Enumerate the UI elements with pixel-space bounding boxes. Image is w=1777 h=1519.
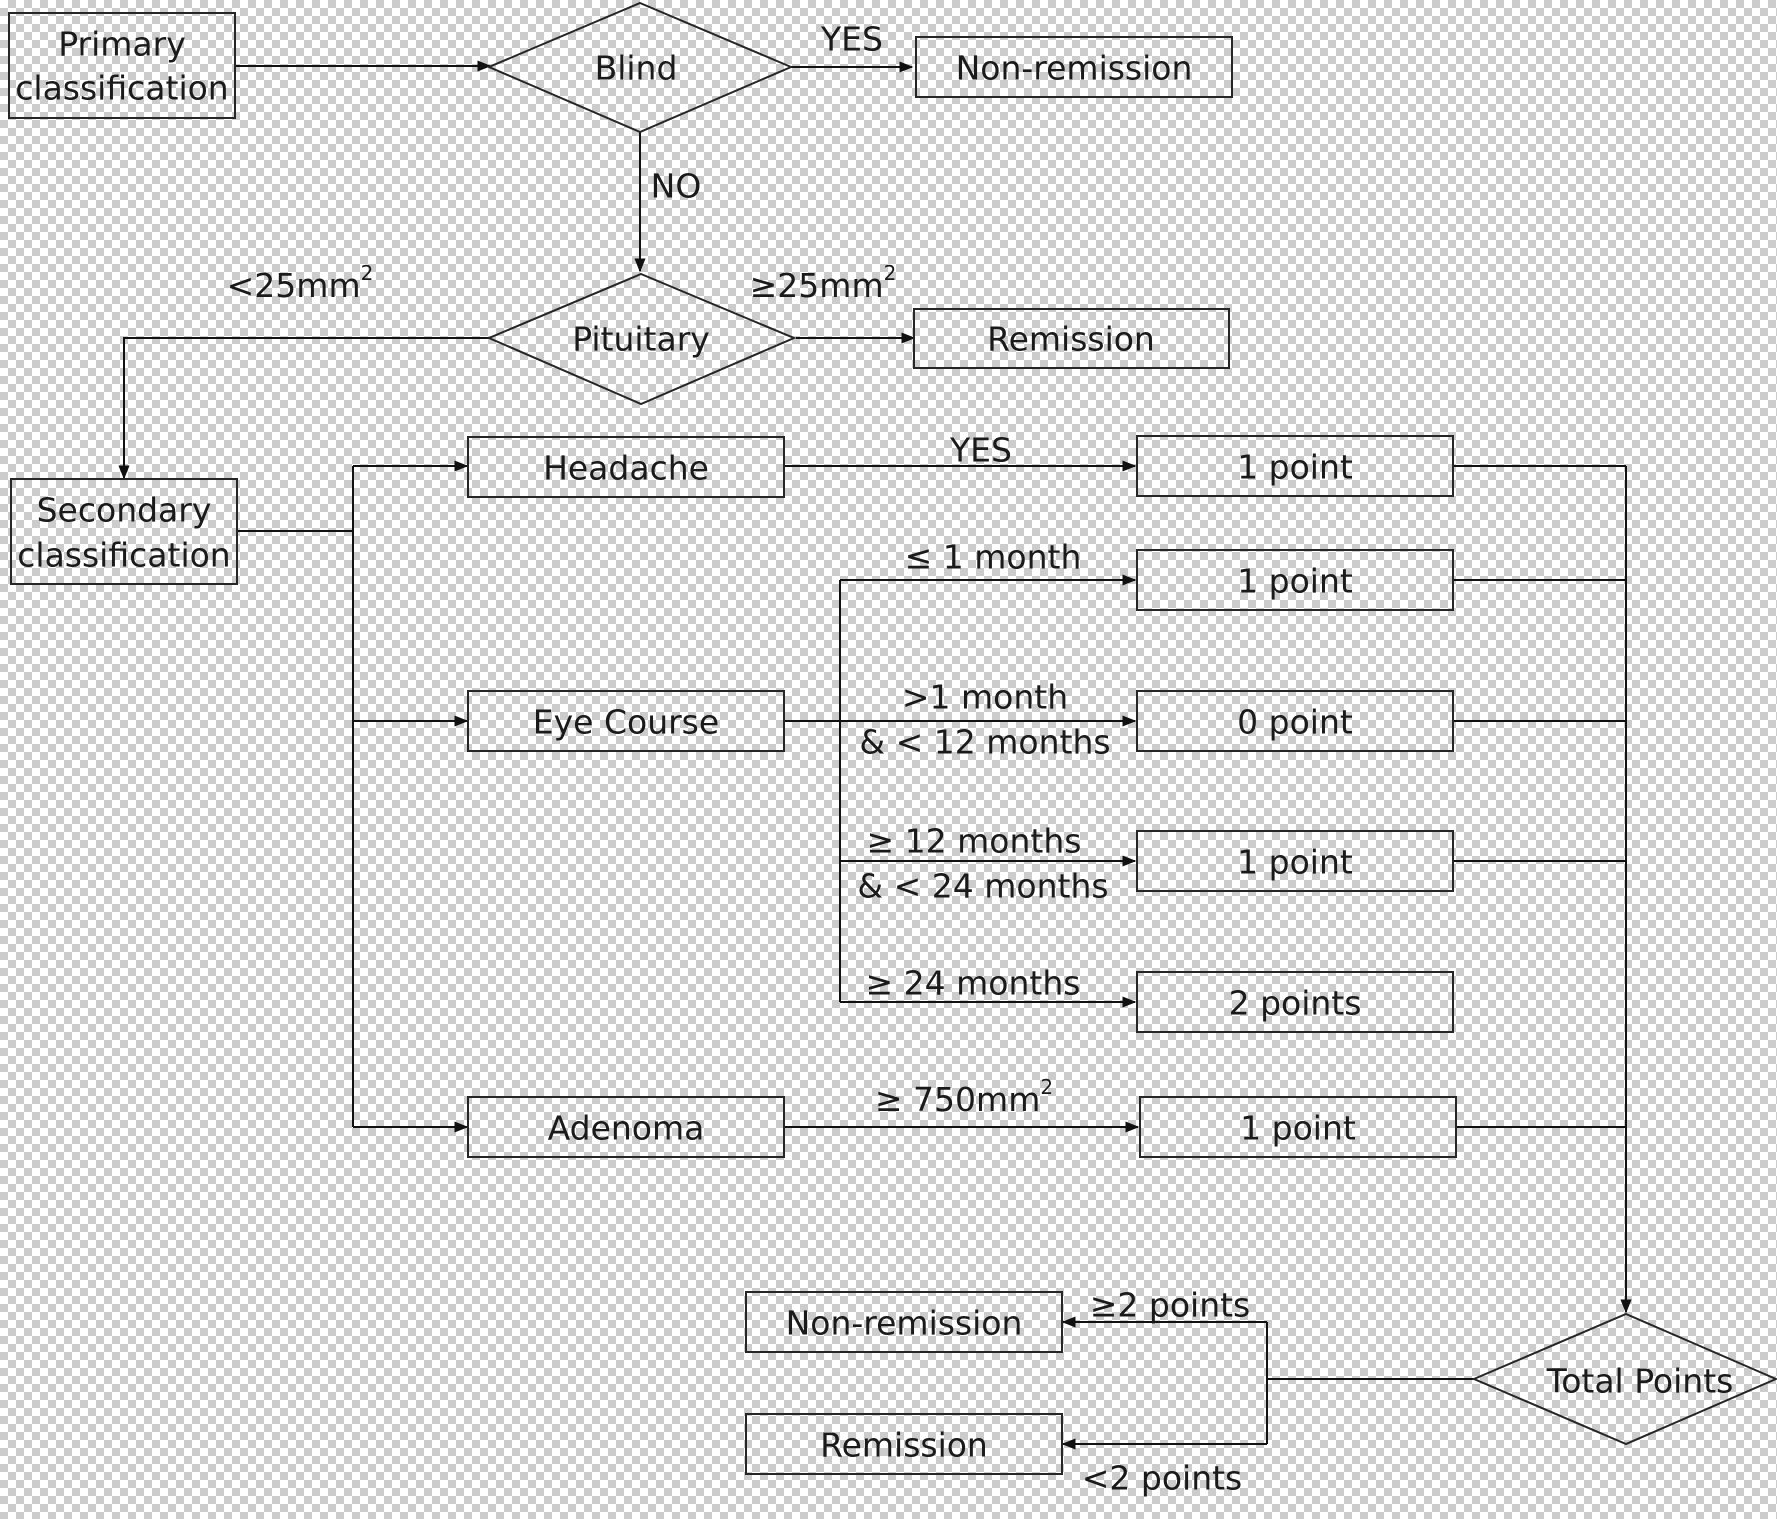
total-points-label: Total Points (1546, 1362, 1734, 1401)
eye-course-node: Eye Course (467, 690, 785, 752)
eye-point-4-label: 2 points (1229, 984, 1362, 1023)
pituitary-greater-base: ≥25mm (750, 266, 884, 305)
adenoma-cond-label: ≥ 750mm2 (875, 1075, 1053, 1119)
adenoma-cond-base: ≥ 750mm (875, 1080, 1040, 1119)
total-lt2-label: <2 points (1082, 1459, 1243, 1498)
eye-cond-3b-label: & < 24 months (857, 867, 1108, 906)
total-points-decision: Total Points (1471, 1312, 1777, 1446)
edge-labels: YES NO <25mm2 ≥25mm2 YES ≤ 1 month >1 mo… (227, 20, 1251, 1498)
non-remission-bottom-node: Non-remission (745, 1291, 1063, 1353)
total-ge2-label: ≥2 points (1090, 1286, 1251, 1325)
adenoma-label: Adenoma (548, 1109, 705, 1148)
eye-cond-1-label: ≤ 1 month (905, 538, 1082, 577)
secondary-classification-node: Secondary classification (10, 478, 238, 585)
primary-line1: Primary (58, 25, 186, 64)
non-remission-top-label: Non-remission (956, 49, 1193, 88)
adenoma-point-node: 1 point (1139, 1096, 1457, 1158)
eye-point-2-node: 0 point (1136, 690, 1454, 752)
eye-point-1-label: 1 point (1237, 562, 1353, 601)
secondary-line2: classification (17, 536, 230, 575)
eye-cond-2b-label: & < 12 months (859, 723, 1110, 762)
headache-label: Headache (543, 449, 709, 488)
eye-course-label: Eye Course (533, 703, 719, 742)
blind-no-label: NO (651, 167, 702, 206)
pituitary-less-label: <25mm2 (227, 261, 374, 305)
eye-point-3-node: 1 point (1136, 830, 1454, 892)
primary-classification-node: Primary classification (8, 12, 236, 119)
eye-cond-2a-label: >1 month (902, 678, 1068, 717)
remission-top-node: Remission (913, 308, 1230, 369)
pituitary-less-sup: 2 (361, 261, 374, 285)
adenoma-cond-sup: 2 (1040, 1075, 1053, 1099)
eye-point-3-label: 1 point (1237, 843, 1353, 882)
remission-top-label: Remission (987, 320, 1155, 359)
non-remission-top-node: Non-remission (915, 36, 1233, 98)
blind-decision: Blind (486, 1, 794, 134)
nodes: Primary classification Blind Non-remissi… (8, 1, 1777, 1475)
remission-bottom-node: Remission (745, 1413, 1063, 1475)
headache-node: Headache (467, 436, 785, 498)
adenoma-point-label: 1 point (1240, 1109, 1356, 1148)
pituitary-decision: Pituitary (486, 272, 797, 406)
blind-yes-label: YES (820, 20, 883, 59)
edges (118, 60, 1632, 1450)
remission-bottom-label: Remission (820, 1426, 988, 1465)
edge-pituitary-to-secondary (118, 337, 489, 480)
eye-point-2-label: 0 point (1237, 703, 1353, 742)
pituitary-greater-label: ≥25mm2 (750, 261, 897, 305)
adenoma-node: Adenoma (467, 1096, 785, 1158)
headache-point-node: 1 point (1136, 435, 1454, 497)
eye-cond-4-label: ≥ 24 months (866, 964, 1081, 1003)
headache-yes-label: YES (949, 431, 1012, 470)
eye-point-4-node: 2 points (1136, 971, 1454, 1033)
secondary-line1: Secondary (37, 491, 212, 530)
eye-cond-3a-label: ≥ 12 months (867, 822, 1082, 861)
pituitary-greater-sup: 2 (884, 261, 897, 285)
pituitary-less-base: <25mm (227, 266, 361, 305)
eye-point-1-node: 1 point (1136, 549, 1454, 611)
pituitary-label: Pituitary (572, 320, 710, 359)
non-remission-bottom-label: Non-remission (786, 1304, 1023, 1343)
headache-point-label: 1 point (1237, 448, 1353, 487)
blind-label: Blind (595, 49, 678, 88)
primary-line2: classification (15, 69, 228, 108)
